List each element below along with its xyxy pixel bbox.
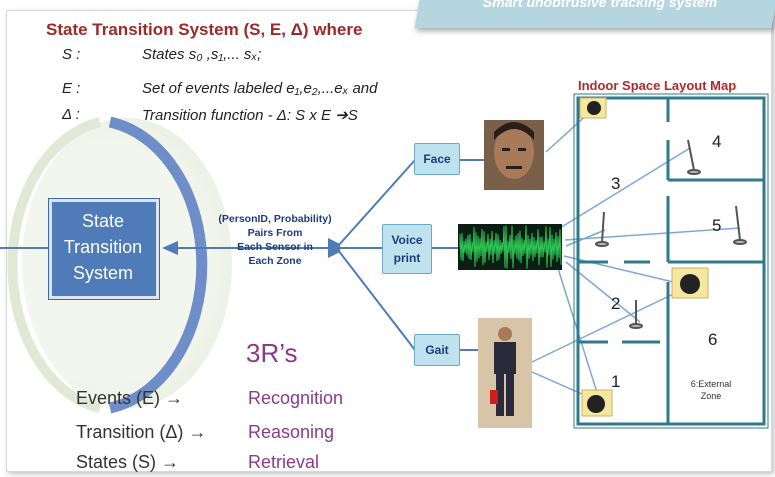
slide-frame: [6, 10, 772, 472]
sts-title: State Transition System (S, E, Δ) where: [46, 20, 363, 39]
gait-image: [478, 318, 532, 428]
r-row-right-2: Reasoning: [248, 422, 335, 442]
def-symbol-delta: Δ :: [62, 106, 80, 123]
external-zone-line1: 6:External: [690, 379, 732, 389]
sts-label: State Transition System: [48, 208, 158, 286]
map-title: Indoor Space Layout Map: [578, 78, 737, 93]
zone-4: 4: [712, 132, 722, 151]
face-box: Face: [414, 143, 460, 175]
def-text-e: Set of events labeled e₁,e₂,...eₓ and: [142, 80, 378, 97]
sts-label-line3: System: [72, 263, 133, 283]
pairs-line2: Pairs From: [247, 227, 303, 239]
r-row-right-1: Recognition: [248, 388, 344, 408]
r-row-left-2: Transition (Δ) →: [76, 422, 207, 442]
face-image: [484, 120, 544, 190]
sts-box: [48, 198, 160, 300]
external-zone-label: 6:External Zone: [676, 378, 746, 402]
def-symbol-e: E :: [62, 80, 81, 97]
zone-1: 1: [611, 372, 621, 391]
voice-box: Voice print: [382, 224, 432, 274]
sts-label-line2: Transition: [63, 237, 143, 257]
voice-label-line1: Voice: [391, 233, 423, 247]
pairs-line1: (PersonID, Probability): [218, 213, 332, 225]
pairs-line3: Each Sensor in: [237, 241, 313, 253]
circle-arc: [108, 116, 208, 414]
zone-2: 2: [611, 294, 621, 313]
def-text-s: States s₀ ,s₁,... sₓ;: [142, 46, 262, 63]
gait-box: Gait: [414, 334, 460, 366]
zone-3: 3: [611, 174, 621, 193]
gait-link: [337, 249, 416, 351]
r-row-right-3: Retrieval: [248, 452, 320, 472]
zone-5: 5: [712, 216, 722, 235]
camera-icons: [579, 97, 709, 417]
def-symbol-s: S :: [62, 46, 81, 63]
pairs-arrowhead: [162, 241, 178, 255]
pairs-text: (PersonID, Probability) Pairs From Each …: [200, 212, 350, 268]
banner-text: Smart unobtrusive tracking system: [482, 0, 718, 10]
sensor-arrows: [531, 111, 741, 403]
external-zone-line2: Zone: [700, 391, 722, 401]
circle-arc-left: [7, 117, 102, 413]
face-link: [337, 159, 416, 247]
def-text-delta: Transition function - Δ: S x E ➔S: [142, 107, 358, 124]
three-r-title: 3R’s: [246, 338, 298, 368]
zone-6: 6: [708, 330, 718, 349]
voice-waveform: [458, 224, 562, 270]
microphone-icons: [595, 139, 747, 329]
sts-label-line1: State: [81, 211, 125, 231]
r-row-left-1: Events (E) →: [76, 388, 184, 408]
voice-label-line2: print: [393, 251, 421, 265]
r-row-left-3: States (S) →: [76, 452, 180, 472]
hub-shape: [328, 238, 340, 258]
pairs-line4: Each Zone: [248, 255, 302, 267]
map-walls: [576, 96, 766, 426]
